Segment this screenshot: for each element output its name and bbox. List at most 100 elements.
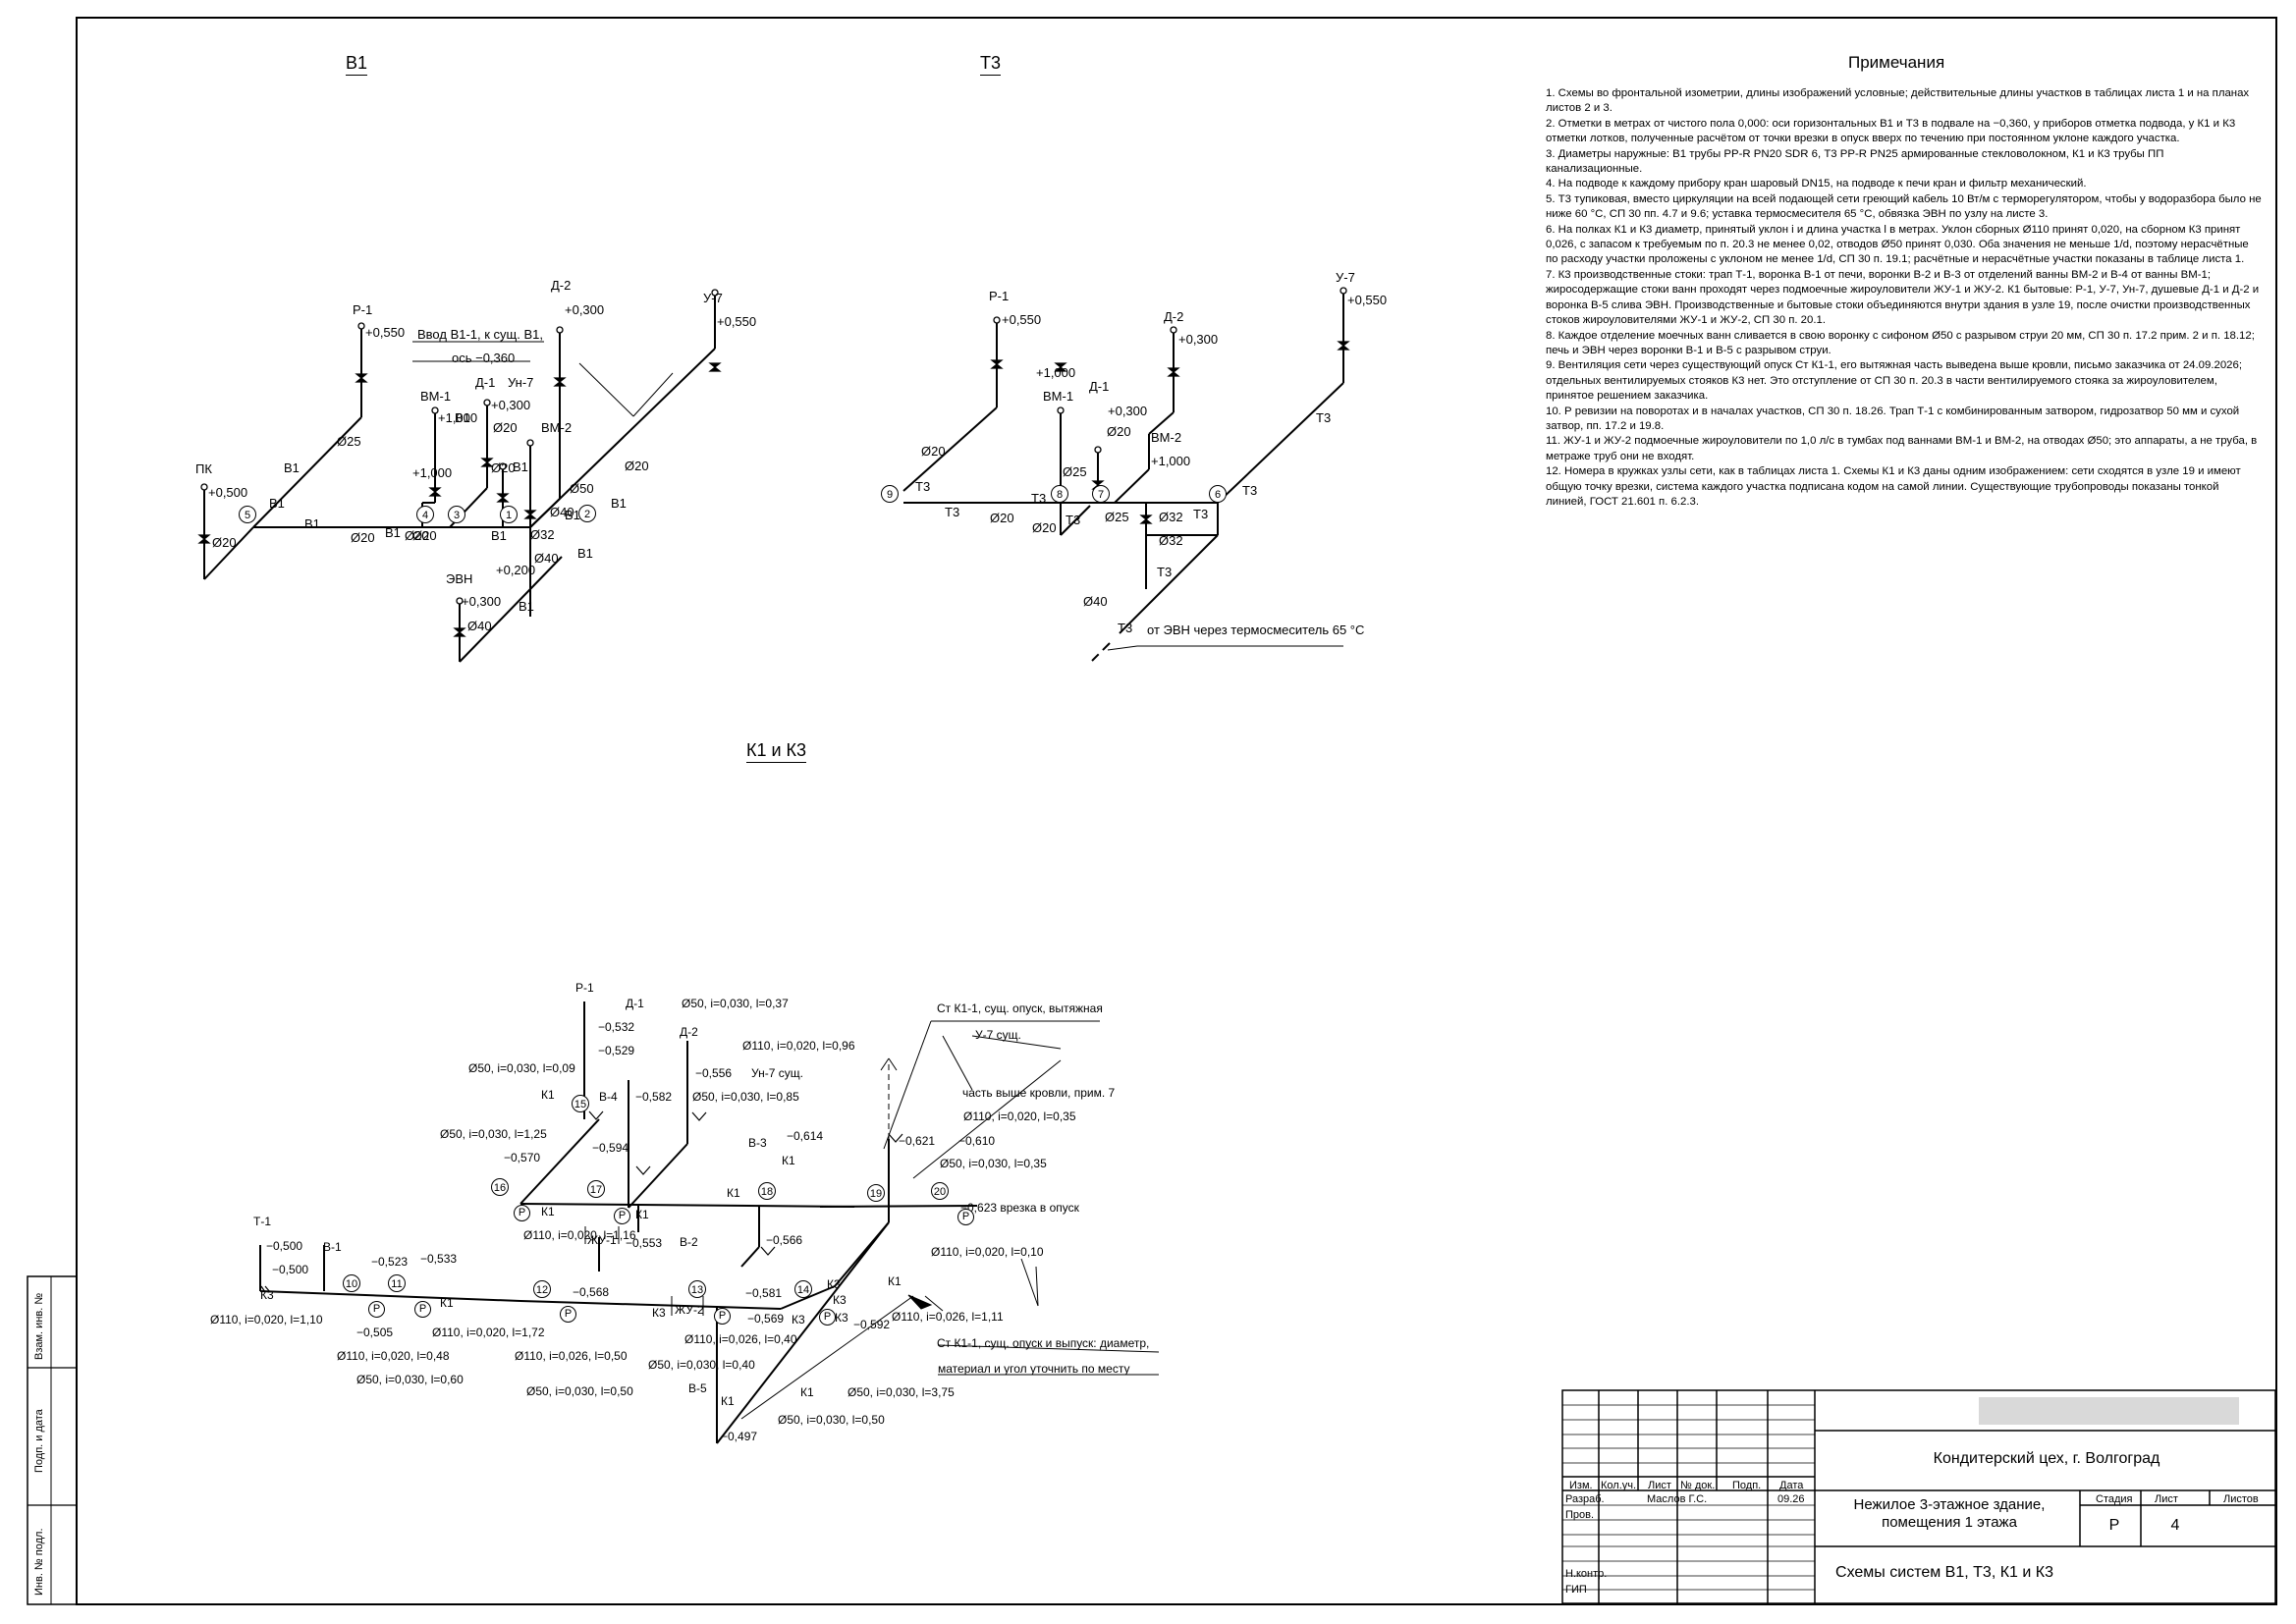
v1-label: Ø50 <box>570 481 594 496</box>
revision-mark: Р <box>414 1301 431 1318</box>
k-label: Ø110, i=0,026, l=0,40 <box>684 1332 797 1346</box>
k-label: Ø110, i=0,026, l=0,50 <box>515 1349 628 1363</box>
t3-label: +0,550 <box>1002 312 1042 327</box>
k-thin-lines <box>740 1020 1160 1420</box>
v1-label: ВМ-2 <box>541 420 573 435</box>
t3-node: 6 <box>1209 485 1227 503</box>
k-label: ЖУ-2 <box>675 1303 704 1317</box>
v1-label: В1 <box>304 516 320 531</box>
revision-mark: Р <box>368 1301 385 1318</box>
k-label: Ст К1-1, сущ. опуск, вытяжная <box>937 1001 1103 1015</box>
t3-label: У-7 <box>1336 270 1355 285</box>
v1-label: +1,000 <box>438 410 478 425</box>
k-label: К1 <box>440 1296 454 1310</box>
k-label: −0,570 <box>504 1151 541 1164</box>
notes-title: Примечания <box>1848 53 1945 72</box>
k-label: К3 <box>792 1313 805 1326</box>
redacted-block <box>1979 1397 2239 1425</box>
v1-label: +1,000 <box>412 465 453 480</box>
t3-label: Ø32 <box>1159 533 1183 548</box>
stamp-col-list: Лист <box>1648 1480 1671 1491</box>
v1-label: +0,500 <box>208 485 248 500</box>
k-label: К1 <box>541 1088 555 1102</box>
k-label: −0,621 <box>899 1134 936 1148</box>
v1-valves <box>197 362 722 637</box>
k-label: материал и угол уточнить по месту <box>938 1362 1130 1376</box>
notes-list: 1. Схемы во фронтальной изометрии, длины… <box>1546 86 2263 510</box>
k-label: Ø50, i=0,030, l=1,25 <box>440 1127 547 1141</box>
sheet-frame <box>76 17 2277 1605</box>
revision-mark: Р <box>957 1209 974 1225</box>
k-label: −0,568 <box>573 1285 610 1299</box>
t3-label: +1,000 <box>1151 454 1191 468</box>
stamp-date: 09.26 <box>1777 1493 1805 1505</box>
k-node: 10 <box>343 1274 360 1292</box>
v1-label: +0,300 <box>565 302 605 317</box>
note-item: 12. Номера в кружках узлы сети, как в та… <box>1546 465 2241 508</box>
k-label: Ø50, i=0,030, l=0,35 <box>940 1157 1047 1170</box>
stamp-col-podp: Подп. <box>1732 1480 1762 1491</box>
v1-label: У-7 <box>703 291 723 305</box>
k-label: Ø110, i=0,026, l=1,11 <box>892 1310 1004 1324</box>
k-label: ЖУ-1 <box>587 1233 617 1247</box>
k-label: Ø50, i=0,030, l=0,85 <box>692 1090 799 1104</box>
k-label: Ø110, i=0,020, l=0,10 <box>931 1245 1044 1259</box>
v1-scheme <box>200 289 719 663</box>
k-node: 14 <box>794 1280 812 1298</box>
k-label: Ø50, i=0,030, l=0,37 <box>682 997 789 1010</box>
v1-label: +0,200 <box>496 563 536 577</box>
k-label: −0,623 врезка в опуск <box>960 1201 1079 1215</box>
t3-label: Т3 <box>1157 565 1173 579</box>
t3-label: ВМ-1 <box>1043 389 1074 404</box>
stamp-sheet-label: Лист <box>2155 1493 2178 1505</box>
k-label: Ø50, i=0,030, l=0,40 <box>648 1358 755 1372</box>
v1-label: В1 <box>269 496 285 511</box>
v1-label: Ø20 <box>412 528 437 543</box>
t3-label: Т3 <box>945 505 960 519</box>
stamp-sheet: 4 <box>2170 1517 2180 1534</box>
k-label: −0,592 <box>853 1318 891 1331</box>
k-node: 11 <box>388 1274 406 1292</box>
note-item: 9. Вентиляция сети через существующий оп… <box>1546 359 2243 403</box>
stamp-col-date: Дата <box>1779 1480 1804 1491</box>
k-label: Т-1 <box>253 1215 271 1228</box>
k-label: Ø50, i=0,030, l=0,50 <box>526 1384 633 1398</box>
k-bracket-markers <box>584 1226 704 1316</box>
side-stamp-inv: Инв. № подл. <box>33 1528 45 1596</box>
v1-label: +0,550 <box>365 325 406 340</box>
v1-label: В1 <box>513 460 528 474</box>
k-label: Ø110, i=0,020, l=0,48 <box>337 1349 450 1363</box>
v1-label: В1 <box>565 508 580 522</box>
title-block <box>1561 1389 2276 1604</box>
k-label: В-1 <box>323 1240 342 1254</box>
v1-label: В1 <box>455 410 470 425</box>
v1-node: 4 <box>416 506 434 523</box>
v1-label: Ø32 <box>530 527 555 542</box>
v1-node: 5 <box>239 506 256 523</box>
t3-node: 9 <box>881 485 899 503</box>
k-label: К3 <box>827 1277 841 1291</box>
k-label: К1 <box>782 1154 795 1167</box>
t3-label: Т3 <box>1031 491 1047 506</box>
k-label: К3 <box>652 1306 666 1320</box>
stamp-developer: Маслов Г.С. <box>1647 1493 1708 1505</box>
stamp-row-razrab: Разраб. <box>1565 1493 1605 1505</box>
k-label: В-5 <box>688 1381 707 1395</box>
note-item: 1. Схемы во фронтальной изометрии, длины… <box>1546 87 2250 115</box>
k-label: −0,500 <box>266 1239 303 1253</box>
v1-label: В1 <box>491 528 507 543</box>
stamp-stage-label: Стадия <box>2096 1493 2133 1505</box>
side-stamp-box <box>27 1275 78 1605</box>
k-label: −0,532 <box>598 1020 635 1034</box>
t3-label: Т3 <box>915 479 931 494</box>
k-label: −0,594 <box>592 1141 629 1155</box>
stamp-row-prov: Пров. <box>1565 1509 1595 1521</box>
k-label: −0,569 <box>747 1312 785 1326</box>
k-label: −0,529 <box>598 1044 635 1057</box>
k-label: Р-1 <box>575 981 594 995</box>
t3-label: Т3 <box>1118 621 1133 635</box>
revision-mark: Р <box>714 1308 731 1325</box>
k-node: 20 <box>931 1182 949 1200</box>
v1-label: Ø20 <box>351 530 375 545</box>
